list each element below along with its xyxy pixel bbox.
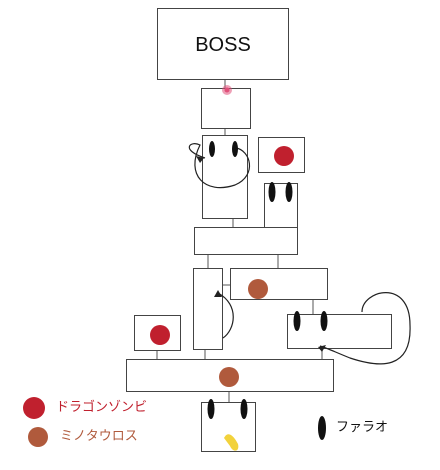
room-connectors: [156, 80, 323, 402]
legend-pharaoh-icon: [318, 416, 326, 440]
boss-room[interactable]: BOSS: [157, 8, 289, 80]
pharaoh-icon: [320, 311, 328, 331]
legend-dragon-zombie-label: ドラゴンゾンビ: [56, 400, 148, 415]
pharaoh-icon: [293, 311, 301, 331]
entrance-marker: [224, 434, 239, 451]
minotaur-icon: [219, 367, 239, 387]
dragon-zombie-icon: [150, 325, 170, 345]
pharaoh-icon: [285, 182, 293, 202]
loop-paths: [188, 143, 411, 365]
pharaoh-icon: [240, 399, 248, 419]
boss-room-label: BOSS: [195, 34, 251, 56]
arrowhead-narrow: [214, 290, 222, 297]
boss-door-marker-core: [224, 87, 230, 93]
room-pharaoh-corridor-horizontal[interactable]: [194, 227, 298, 255]
dragon-zombie-icon: [274, 146, 294, 166]
legend-dragon-zombie-icon: [23, 397, 45, 419]
room-antechamber[interactable]: [201, 88, 251, 129]
minotaur-icon: [248, 279, 268, 299]
loop-path-upper: [188, 143, 251, 189]
room-narrow-passage[interactable]: [193, 268, 223, 350]
loop-path-narrow: [217, 292, 234, 339]
arrowhead-upper: [196, 156, 204, 163]
room-minotaur-hall[interactable]: [230, 268, 328, 300]
pharaoh-icon: [232, 141, 238, 157]
pharaoh-icon: [207, 399, 215, 419]
room-pharaoh-hall[interactable]: [287, 314, 392, 349]
pharaoh-group: [207, 141, 328, 419]
legend-pharaoh-label: ファラオ: [336, 420, 389, 435]
arrowhead-right: [318, 345, 326, 352]
pharaoh-icon: [209, 141, 215, 157]
pharaoh-icon: [268, 182, 276, 202]
legend-minotaur-label: ミノタウロス: [60, 429, 138, 444]
loop-path-right: [319, 292, 411, 365]
legend-minotaur-icon: [28, 427, 48, 447]
